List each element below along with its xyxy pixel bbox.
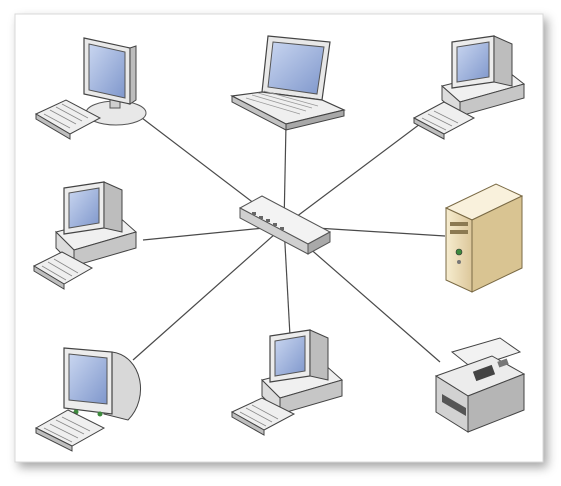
keyboard-icon: [32, 251, 94, 290]
network-switch-icon: [238, 195, 332, 255]
link-crt-bottom-left: [132, 225, 285, 361]
laptop-icon: [230, 35, 346, 131]
crt-monitor-icon: [34, 347, 141, 452]
printer-icon: [434, 337, 526, 433]
desktop-computer-icon: [230, 329, 344, 436]
link-desktop-top-right: [283, 117, 429, 227]
link-desktop-bottom: [283, 225, 291, 337]
keyboard-icon: [412, 101, 476, 140]
server-tower-icon: [444, 183, 524, 293]
desktop-computer-icon: [32, 181, 138, 290]
flat-monitor-icon: [34, 37, 147, 140]
keyboard-icon: [230, 397, 296, 436]
desktop-computer-icon: [412, 35, 526, 140]
keyboard-icon: [34, 99, 102, 140]
keyboard-icon: [34, 409, 106, 452]
